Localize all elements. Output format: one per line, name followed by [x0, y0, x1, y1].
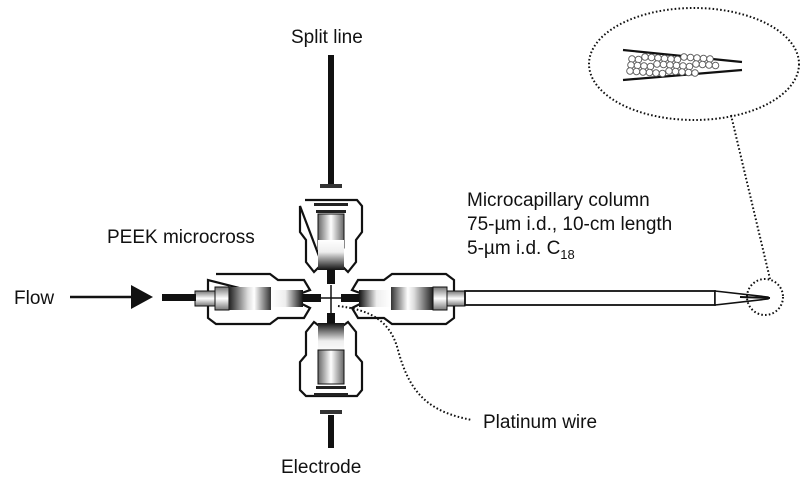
packing-particle [673, 55, 682, 64]
packing-particle [699, 54, 708, 63]
flow-arrow [70, 285, 196, 309]
column-label-line3: 5-µm i.d. C18 [467, 238, 575, 262]
packing-particle [680, 53, 688, 61]
packing-particle [679, 62, 687, 70]
packing-particle [711, 61, 720, 70]
packing-particles [626, 53, 720, 78]
column-label-line1: Microcapillary column [467, 190, 650, 211]
electrode-rod [328, 415, 334, 448]
packing-particle [628, 55, 636, 63]
packing-particle [652, 69, 660, 77]
split-line-tube [328, 55, 334, 185]
top-fitting [298, 198, 364, 284]
packing-particle [653, 60, 661, 68]
packing-particle [698, 60, 707, 69]
packing-particle [671, 67, 680, 76]
tip-magnifier-circle [746, 278, 784, 316]
bottom-fitting [298, 313, 364, 398]
packing-particle [705, 61, 713, 69]
packing-particle [678, 68, 686, 76]
packing-particle [645, 68, 654, 77]
arrowhead-icon [131, 285, 153, 309]
microcross-center [321, 285, 341, 313]
platinum-wire-label: Platinum wire [483, 412, 597, 433]
microcapillary-column [464, 290, 771, 306]
packing-particle [646, 62, 655, 71]
packing-particle [640, 62, 648, 70]
split-line-cap [320, 184, 342, 188]
packing-particle [693, 54, 701, 62]
packing-particle [654, 54, 662, 62]
packing-particle [658, 69, 667, 78]
packing-particle [634, 55, 643, 64]
packing-particle [692, 60, 700, 68]
packing-particle [686, 53, 695, 62]
packing-particle [660, 54, 669, 63]
packing-particle [659, 60, 668, 69]
packing-particle [665, 67, 673, 75]
packed-tip-inset [588, 7, 800, 121]
electrode [320, 410, 342, 448]
packing-particle [639, 68, 647, 76]
split-line [320, 55, 342, 188]
electrode-cap [320, 410, 342, 414]
packing-particle [691, 69, 699, 77]
flow-label: Flow [14, 288, 54, 309]
packing-particle [684, 68, 693, 77]
packing-particle [647, 53, 656, 62]
packing-particle [626, 67, 634, 75]
packing-particle [672, 61, 681, 70]
packing-particle [632, 67, 641, 76]
packing-particle [706, 55, 714, 63]
left-fitting [194, 272, 321, 326]
column-label-line2: 75-µm i.d., 10-cm length [467, 214, 672, 235]
magnifier-leader [730, 114, 771, 280]
platinum-wire-leader [337, 305, 473, 421]
packing-particle [641, 53, 649, 61]
packing-particle [633, 61, 642, 70]
inlet-tube [162, 294, 196, 301]
packing-particle [627, 61, 635, 69]
split-line-label: Split line [291, 27, 363, 48]
packing-particle [667, 55, 675, 63]
packing-particle [685, 62, 694, 71]
electrode-label: Electrode [281, 457, 361, 478]
right-fitting [341, 272, 466, 326]
peek-microcross-label: PEEK microcross [107, 227, 255, 248]
packing-particle [666, 61, 674, 69]
